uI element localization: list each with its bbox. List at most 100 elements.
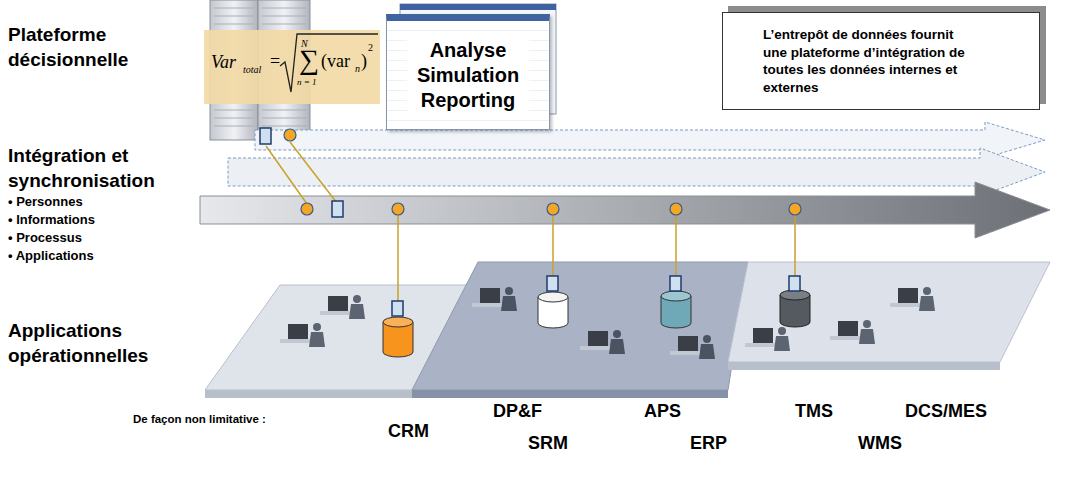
formula-panel: [204, 30, 380, 104]
application-name: ERP: [690, 433, 727, 454]
workstation: [505, 287, 513, 295]
workstation: [890, 287, 935, 311]
database-cylinder: [383, 317, 413, 327]
database-cylinder: [661, 291, 691, 328]
workstation: [745, 327, 790, 351]
application-name: WMS: [858, 433, 902, 454]
connector-line: [266, 142, 795, 301]
workstation: [863, 320, 871, 328]
integration-arrow-back: [255, 122, 1045, 158]
workstation: [480, 288, 500, 303]
bullet-item: • Personnes: [8, 194, 83, 209]
workstation: [838, 321, 858, 336]
formula-limit: n = 1: [297, 77, 317, 87]
connector-circle: [392, 203, 404, 215]
connector-circle: [789, 203, 801, 215]
floor-platform: [728, 262, 1050, 362]
workstation: [349, 304, 365, 319]
workstation: [288, 324, 308, 339]
database-cylinder: [780, 290, 810, 327]
workstation: [280, 323, 325, 347]
workstation: [320, 295, 365, 319]
connector-square: [789, 276, 800, 291]
application-name: CRM: [388, 421, 429, 442]
connector-square: [547, 276, 558, 291]
connector-circle: [284, 129, 296, 141]
workstation: [753, 328, 773, 343]
connector-line: [397, 215, 399, 301]
workstation: [309, 332, 325, 347]
callout-box: L’entrepôt de données fournit une platef…: [722, 12, 1040, 110]
workstation: [613, 330, 621, 338]
connector-circle: [547, 203, 559, 215]
floor-platform: [728, 362, 1000, 370]
workstation: [328, 296, 348, 311]
application-name: APS: [644, 401, 681, 422]
formula-sum: ∑: [299, 44, 319, 76]
connector-circle: [284, 129, 801, 215]
floor-platform: [728, 262, 1050, 370]
workstation: [703, 335, 711, 343]
workstation: [588, 331, 608, 346]
workstation: [699, 344, 715, 359]
connector-square: [260, 128, 271, 144]
connector-circle: [670, 203, 682, 215]
application-name: SRM: [528, 433, 568, 454]
workstation: [919, 296, 935, 311]
database-cylinder: [538, 292, 568, 302]
workstation: [830, 320, 875, 344]
floor-platform: [412, 262, 748, 390]
bullet-item: • Processus: [8, 230, 82, 245]
formula-subscript: total: [243, 64, 261, 76]
workstation: [501, 296, 517, 311]
connector-square: [392, 301, 403, 316]
database-cylinder: [383, 317, 413, 357]
node-text: L’entrepôt de données fournit une platef…: [763, 26, 981, 96]
workstation: [774, 336, 790, 351]
connector-line: [552, 215, 554, 276]
note-label: De façon non limitative :: [133, 413, 266, 426]
floor-platform: [205, 390, 422, 398]
integration-arrow-middle: [228, 148, 1045, 196]
workstation: [859, 329, 875, 344]
bullet-item: • Informations: [8, 212, 95, 227]
formula-symbol: (var: [321, 51, 350, 72]
section-label: Applications opérationnelles: [8, 318, 183, 368]
formula-exponent: 2: [368, 42, 373, 54]
application-name: DP&F: [493, 401, 542, 422]
connector-line: [794, 215, 796, 276]
formula-symbol: =: [270, 51, 280, 72]
formula-panel: [280, 34, 378, 92]
workstation: [353, 295, 361, 303]
bullet-item: • Applications: [8, 248, 94, 263]
floor-platform: [412, 390, 728, 398]
application-name: TMS: [795, 401, 833, 422]
workstation: [580, 330, 625, 354]
connector-square: [260, 128, 800, 316]
section-label: Plateforme décisionnelle: [8, 22, 183, 72]
workstation: [898, 288, 918, 303]
workstation: [678, 336, 698, 351]
node-text: Analyse Simulation Reporting: [407, 38, 529, 113]
connector-circle: [301, 203, 313, 215]
formula-panel: [204, 30, 380, 104]
integration-arrow-back: [255, 122, 1045, 158]
workstation: [778, 327, 786, 335]
software-window-back: [400, 4, 556, 10]
workstation: [670, 335, 715, 359]
connector-square: [332, 201, 343, 217]
connector-line: [675, 215, 677, 276]
integration-arrow-middle: [228, 148, 1045, 196]
workstation: [609, 339, 625, 354]
workstation: [923, 287, 931, 295]
database-cylinder: [538, 292, 568, 328]
formula-symbol: Var: [211, 52, 236, 73]
connector-line: [266, 146, 307, 204]
database-cylinder: [661, 291, 691, 301]
section-label: Intégration et synchronisation: [8, 143, 183, 193]
software-window: Analyse Simulation Reporting: [386, 14, 550, 130]
application-name: DCS/MES: [905, 401, 987, 422]
connector-square: [670, 276, 681, 291]
formula-symbol: ): [361, 51, 367, 72]
workstation: [313, 323, 321, 331]
